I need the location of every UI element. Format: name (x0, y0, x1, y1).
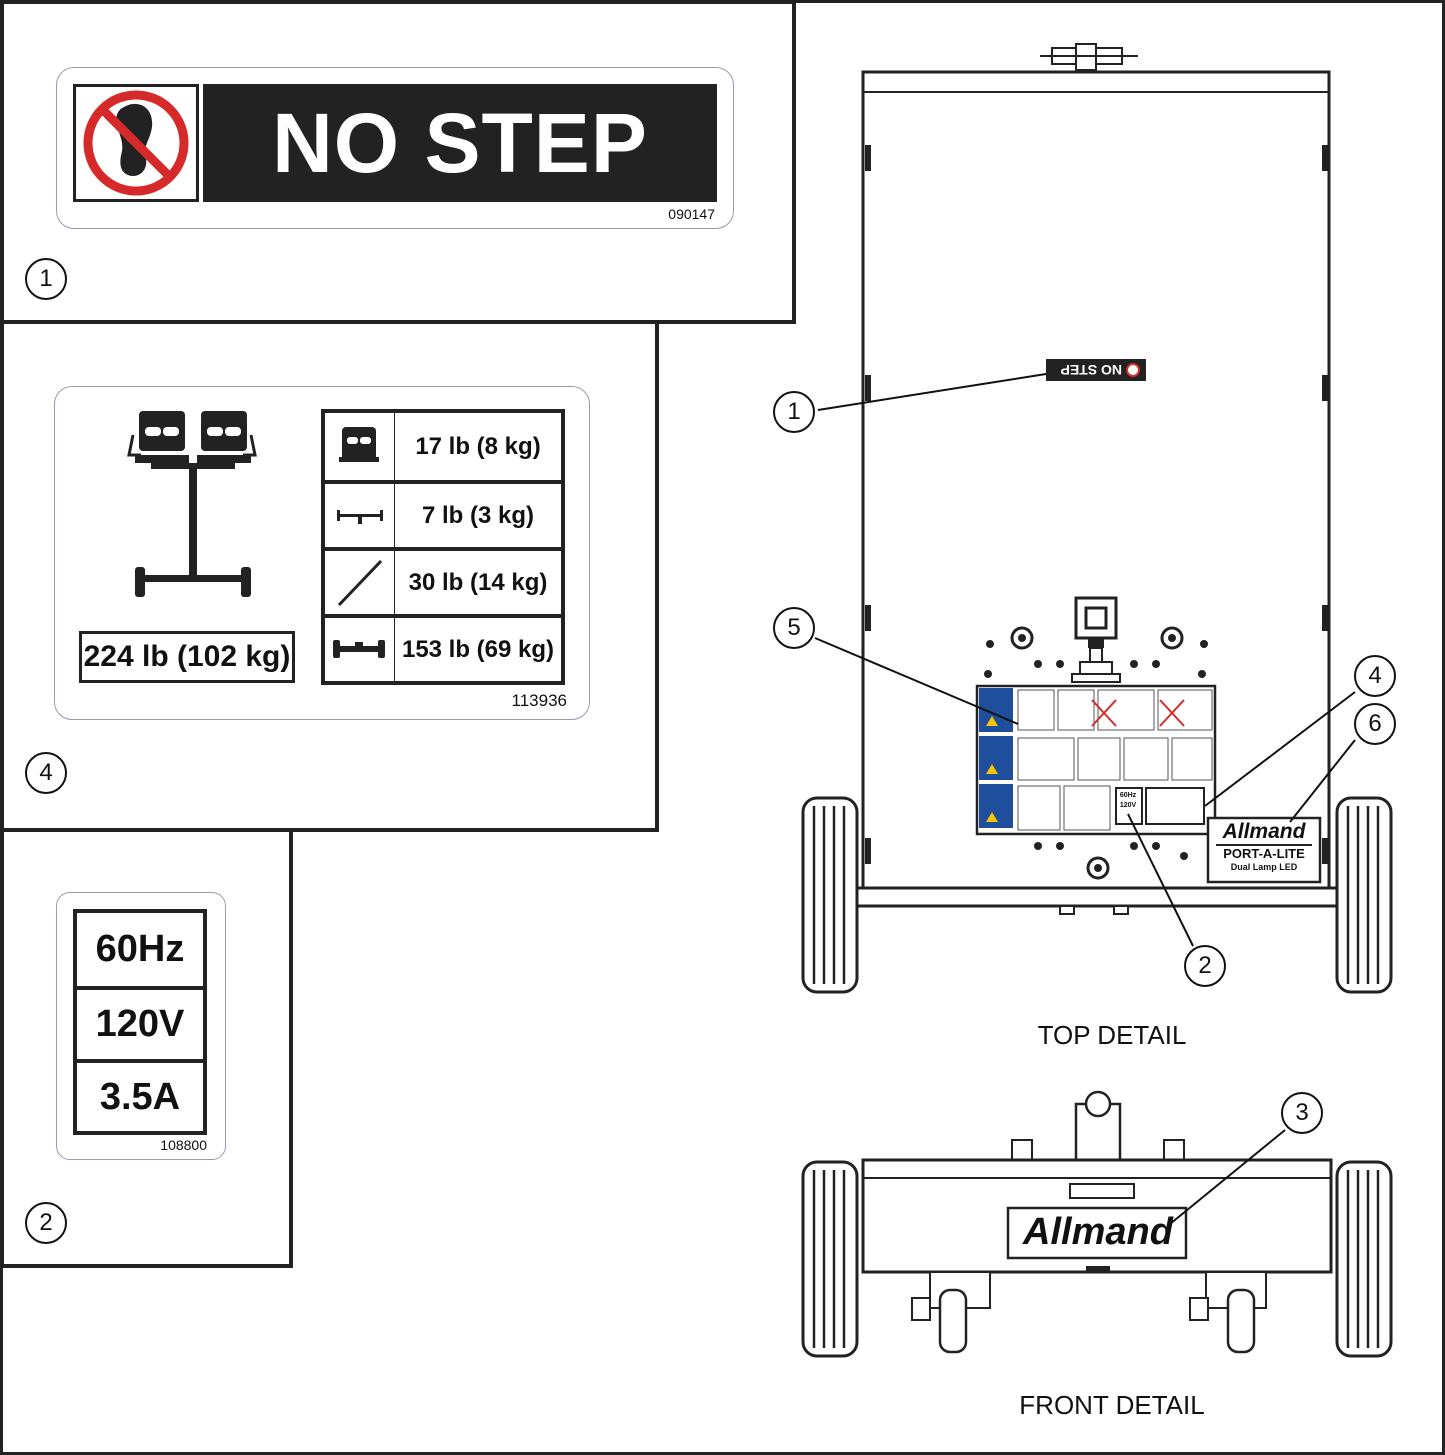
electrical-decal: 60Hz 120V 3.5A 108800 (56, 892, 226, 1160)
weight-row-base: 153 lb (69 kg) (325, 614, 561, 681)
callout-2: 2 (25, 1202, 67, 1244)
weight-decal: 224 lb (102 kg) 17 lb (8 kg) (54, 386, 590, 720)
electrical-table: 60Hz 120V 3.5A (73, 909, 207, 1135)
weight-part-number: 113936 (511, 691, 567, 710)
light-tower-icon (127, 411, 257, 597)
no-step-part-number: 090147 (668, 206, 715, 222)
front-detail-drawing: Allmand 3 (780, 1080, 1420, 1370)
top-callout-1: 1 (773, 391, 815, 433)
top-detail-voltage: 120V (1119, 802, 1137, 809)
top-detail-no-step-decal: NO STEP (1046, 359, 1146, 381)
front-detail-label: FRONT DETAIL (1019, 1390, 1205, 1420)
amperage-value: 3.5A (77, 1059, 203, 1131)
callout-1: 1 (25, 258, 67, 300)
weight-row-mast: 30 lb (14 kg) (325, 547, 561, 614)
base-cart-icon (333, 640, 385, 658)
top-detail-brand-logo: Allmand (1216, 820, 1312, 846)
top-detail-product-name: PORT-A-LITE (1223, 846, 1305, 861)
top-detail-brand-plate: Allmand PORT-A-LITE Dual Lamp LED (1210, 820, 1318, 872)
top-callout-6: 6 (1354, 703, 1396, 745)
no-step-icon-box (73, 84, 199, 202)
no-step-prohibition-icon (83, 90, 189, 196)
electrical-part-number: 108800 (160, 1137, 207, 1153)
no-step-text: NO STEP (203, 84, 717, 202)
top-detail-no-step-icon (1126, 363, 1140, 377)
front-detail-cart-outline (801, 1090, 1393, 1358)
weight-table: 17 lb (8 kg) 7 lb (3 kg) (321, 409, 565, 685)
no-step-panel: NO STEP 090147 1 (0, 0, 796, 324)
weight-row-lamp-head: 17 lb (8 kg) (325, 413, 561, 480)
front-callout-3: 3 (1281, 1092, 1323, 1134)
no-step-decal: NO STEP 090147 (56, 67, 734, 229)
top-detail-cart-outline (801, 43, 1393, 994)
top-detail-drawing: NO STEP 60Hz 120V Allmand PORT-A-LITE Du… (760, 40, 1420, 1010)
top-detail-product-subtitle: Dual Lamp LED (1230, 862, 1298, 872)
lamp-head-weight: 17 lb (8 kg) (415, 432, 541, 460)
lamp-head-icon (339, 427, 379, 462)
crossbar-weight: 7 lb (3 kg) (421, 501, 535, 529)
weight-panel: 224 lb (102 kg) 17 lb (8 kg) (0, 320, 659, 832)
top-detail-no-step-text: NO STEP (1060, 362, 1122, 378)
top-callout-2: 2 (1184, 945, 1226, 987)
mast-pole-icon (337, 559, 383, 607)
top-detail-frequency: 60Hz (1119, 792, 1137, 799)
total-weight: 224 lb (102 kg) (79, 631, 295, 683)
weight-row-crossbar: 7 lb (3 kg) (325, 480, 561, 547)
callout-4: 4 (25, 752, 67, 794)
top-detail-rating-plate: 60Hz 120V (1117, 791, 1139, 811)
front-detail-brand-logo: Allmand (1023, 1211, 1173, 1253)
top-callout-5: 5 (773, 607, 815, 649)
crossbar-icon (337, 510, 383, 524)
top-callout-4: 4 (1354, 655, 1396, 697)
frequency-value: 60Hz (95, 928, 185, 970)
top-detail-label: TOP DETAIL (1037, 1020, 1187, 1050)
base-weight: 153 lb (69 kg) (401, 635, 555, 663)
electrical-panel: 60Hz 120V 3.5A 108800 2 (0, 828, 293, 1268)
mast-weight: 30 lb (14 kg) (408, 568, 548, 596)
voltage-value: 120V (77, 986, 203, 1059)
